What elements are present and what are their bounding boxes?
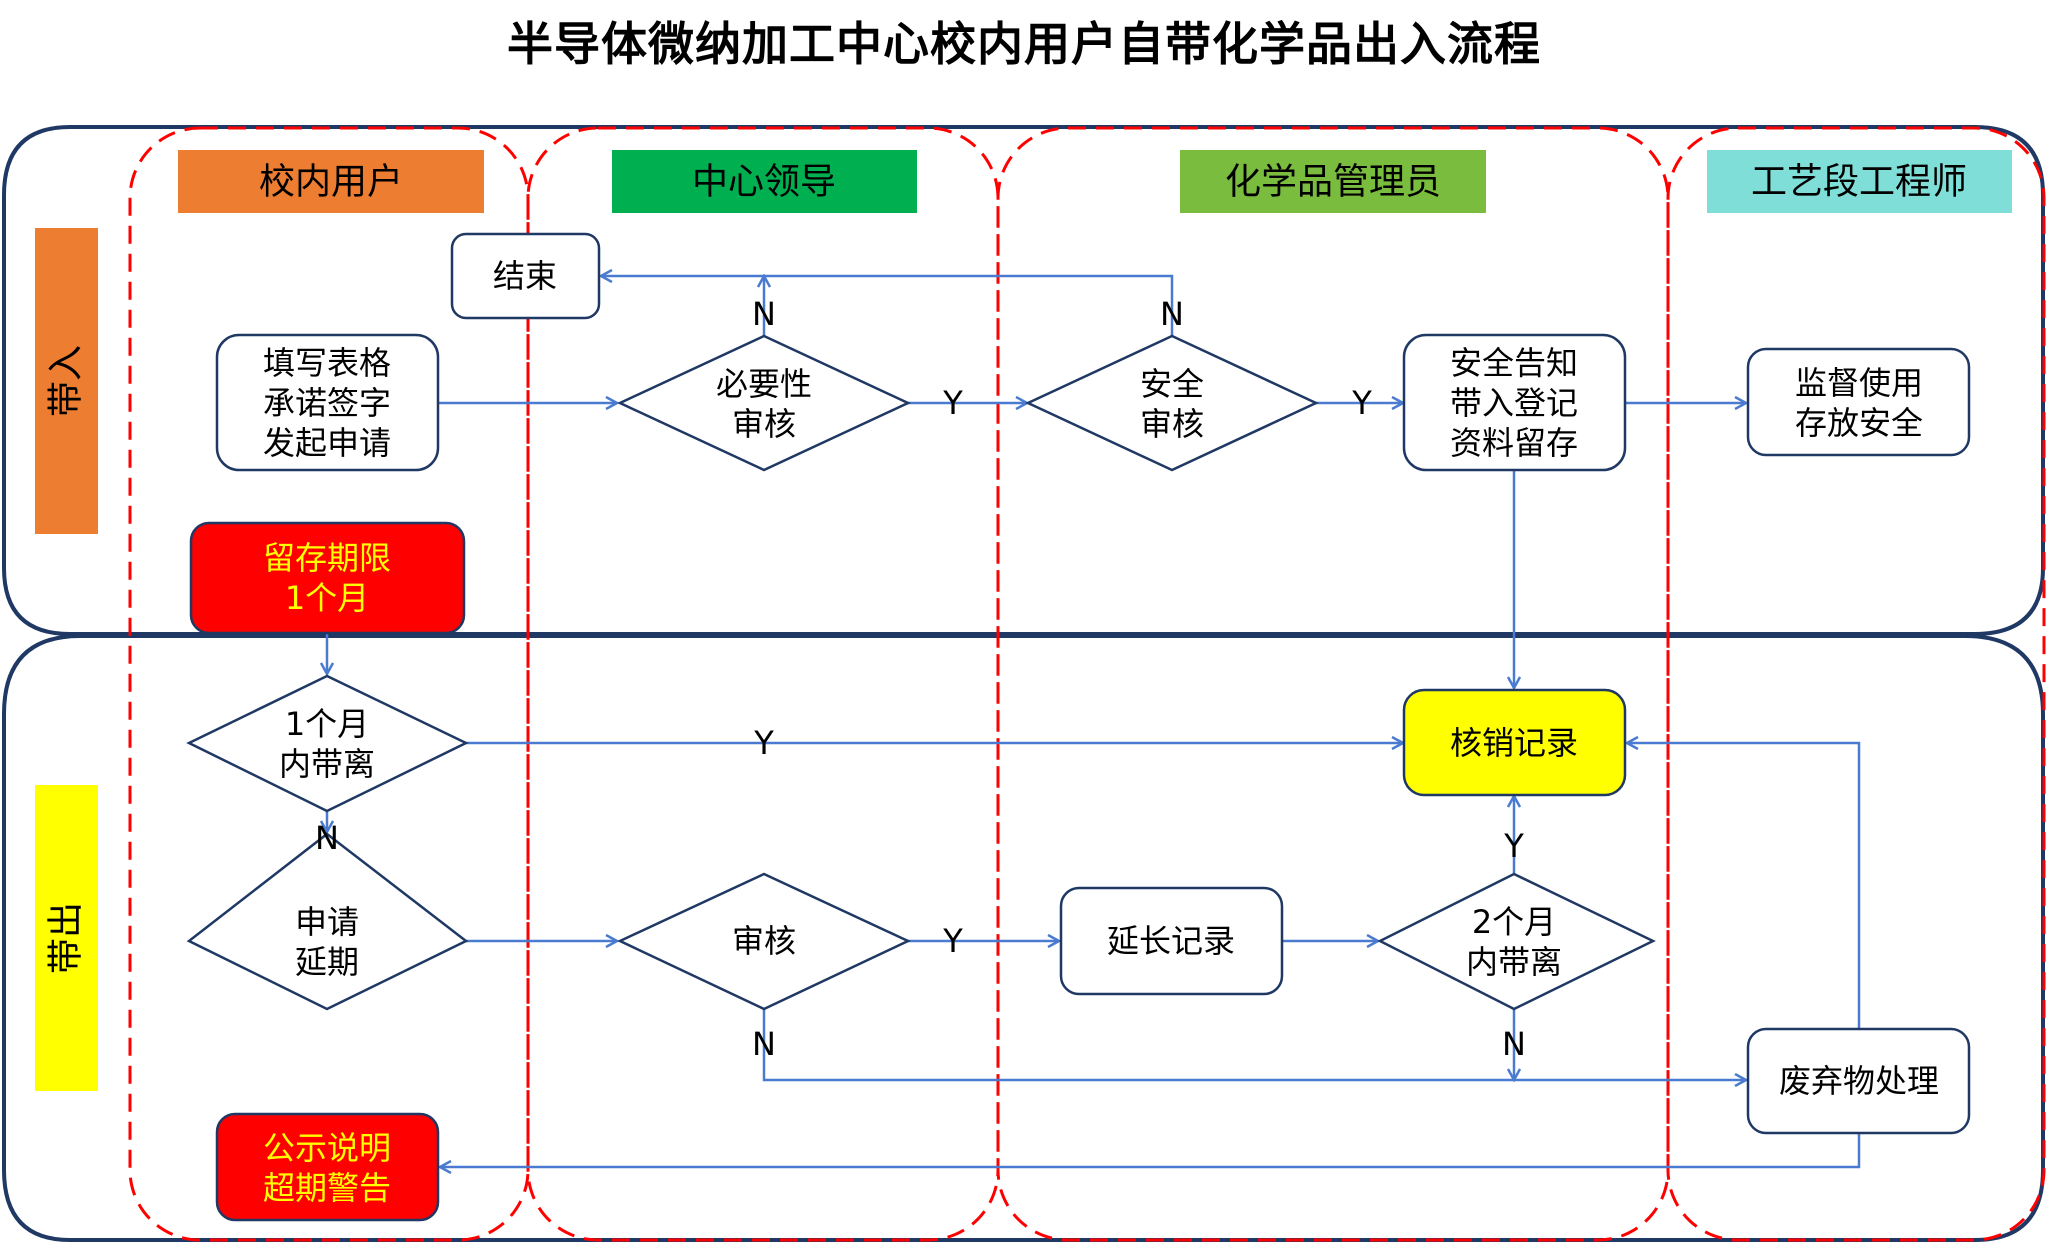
decision-safety-review[interactable]: 安全 审核 — [1025, 334, 1319, 472]
row-label-out: 带出 — [35, 785, 98, 1091]
label-safety-no: N — [1160, 295, 1184, 333]
svg-text:延长记录: 延长记录 — [1107, 922, 1235, 960]
label-leave2m-yes: Y — [1503, 827, 1524, 865]
column-frame-admin — [996, 126, 1670, 1242]
svg-text:核销记录: 核销记录 — [1450, 724, 1578, 762]
column-frame-engineer — [1666, 126, 2046, 1242]
svg-text:监督使用: 监督使用 — [1795, 364, 1923, 402]
node-notice-warning[interactable]: 公示说明 超期警告 — [215, 1112, 440, 1222]
svg-text:审核: 审核 — [1140, 405, 1204, 443]
svg-text:安全: 安全 — [1140, 365, 1204, 403]
edge-review-no-to-waste — [762, 1007, 1746, 1080]
svg-text:内带离: 内带离 — [1466, 943, 1562, 981]
svg-text:安全告知: 安全告知 — [1450, 344, 1578, 382]
label-necessity-yes: Y — [942, 384, 963, 422]
diagram-title: 半导体微纳加工中心校内用户自带化学品出入流程 — [507, 17, 1541, 71]
svg-text:存放安全: 存放安全 — [1795, 404, 1923, 442]
svg-text:申请: 申请 — [295, 903, 359, 941]
svg-text:审核: 审核 — [732, 922, 796, 960]
label-review-no: N — [752, 1025, 776, 1063]
edge-waste-to-writeoff — [1627, 743, 1861, 1029]
column-frame-leader — [526, 126, 1000, 1242]
row-label-in: 带入 — [35, 228, 98, 534]
svg-text:结束: 结束 — [493, 257, 557, 295]
svg-text:审核: 审核 — [732, 405, 796, 443]
svg-text:废弃物处理: 废弃物处理 — [1779, 1062, 1939, 1100]
svg-text:必要性: 必要性 — [716, 365, 812, 403]
decision-extension-review[interactable]: 审核 — [617, 872, 911, 1011]
label-leave2m-no: N — [1502, 1025, 1526, 1063]
column-header-user: 校内用户 — [178, 150, 484, 213]
decision-leave-1-month[interactable]: 1个月 内带离 — [186, 674, 469, 813]
column-header-engineer: 工艺段工程师 — [1707, 150, 2012, 213]
node-supervise[interactable]: 监督使用 存放安全 — [1746, 347, 1971, 457]
decision-apply-extension[interactable]: 申请 延期 — [186, 832, 469, 1011]
node-retention-limit[interactable]: 留存期限 1个月 — [189, 521, 466, 635]
svg-text:延期: 延期 — [295, 943, 359, 981]
node-extension-record[interactable]: 延长记录 — [1059, 886, 1284, 996]
svg-text:填写表格: 填写表格 — [263, 344, 391, 382]
node-writeoff-record[interactable]: 核销记录 — [1402, 688, 1627, 797]
decision-leave-2-months[interactable]: 2个月 内带离 — [1377, 872, 1656, 1011]
svg-text:承诺签字: 承诺签字 — [263, 384, 391, 422]
label-necessity-no: N — [752, 295, 776, 333]
svg-text:资料留存: 资料留存 — [1450, 424, 1578, 462]
svg-text:带出: 带出 — [46, 902, 87, 974]
svg-text:留存期限: 留存期限 — [263, 539, 391, 577]
svg-text:2个月: 2个月 — [1472, 903, 1556, 941]
node-register[interactable]: 安全告知 带入登记 资料留存 — [1402, 333, 1627, 472]
svg-text:校内用户: 校内用户 — [259, 162, 403, 203]
edge-waste-to-notice — [440, 1133, 1861, 1167]
column-header-leader: 中心领导 — [612, 150, 917, 213]
svg-text:超期警告: 超期警告 — [263, 1169, 391, 1207]
column-header-admin: 化学品管理员 — [1180, 150, 1486, 213]
label-review-yes: Y — [942, 922, 963, 960]
node-waste-disposal[interactable]: 废弃物处理 — [1746, 1027, 1971, 1135]
label-safety-yes: Y — [1351, 384, 1372, 422]
svg-text:带入: 带入 — [46, 345, 87, 417]
svg-text:中心领导: 中心领导 — [692, 162, 836, 203]
decision-necessity-review[interactable]: 必要性 审核 — [617, 334, 911, 472]
svg-text:发起申请: 发起申请 — [263, 424, 391, 462]
node-end[interactable]: 结束 — [450, 232, 601, 320]
svg-text:化学品管理员: 化学品管理员 — [1225, 162, 1441, 203]
svg-text:1个月: 1个月 — [285, 579, 369, 617]
label-leave1m-yes: Y — [753, 724, 774, 762]
svg-text:带入登记: 带入登记 — [1450, 384, 1578, 422]
svg-text:1个月: 1个月 — [285, 705, 369, 743]
svg-text:工艺段工程师: 工艺段工程师 — [1751, 162, 1967, 203]
edge-safety-no-to-end — [601, 276, 1174, 336]
node-apply[interactable]: 填写表格 承诺签字 发起申请 — [215, 333, 440, 472]
row-frame-out — [2, 634, 2045, 1242]
svg-text:公示说明: 公示说明 — [263, 1129, 391, 1167]
svg-text:内带离: 内带离 — [279, 745, 375, 783]
row-frame-in — [1, 125, 2045, 636]
label-leave1m-no: N — [315, 819, 339, 857]
